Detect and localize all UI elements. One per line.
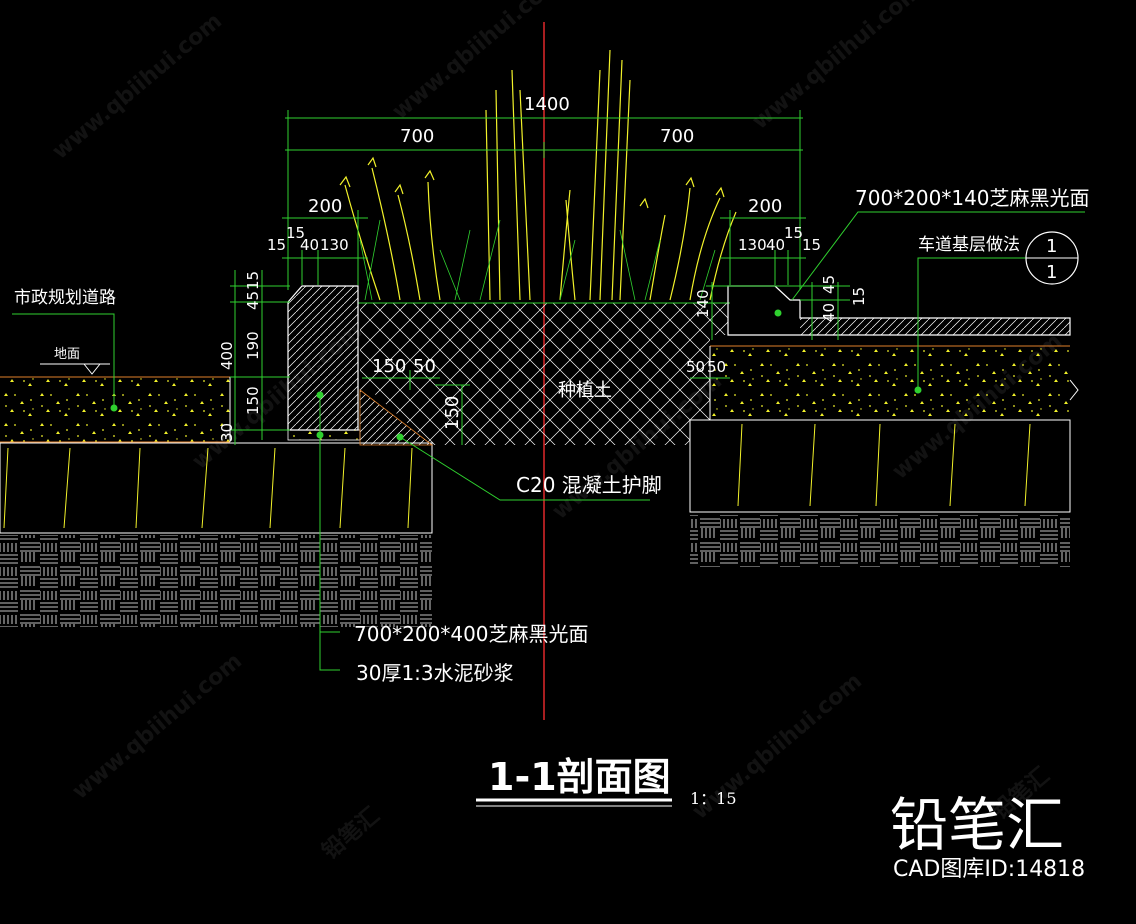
- dim-right-200: 200: [748, 196, 782, 217]
- drawing-title: 1-1剖面图: [488, 755, 671, 799]
- watermark-text: www.qbiihui.com: [48, 9, 227, 165]
- dim-right-v-15: 15: [850, 287, 868, 306]
- dim-right-15b: 15: [802, 236, 821, 254]
- watermark-text: www.qbiihui.com: [68, 649, 247, 805]
- dim-left-130: 130: [320, 236, 349, 254]
- dim-footing-150-h: 150: [372, 356, 406, 377]
- label-municipal-road: 市政规划道路: [14, 288, 116, 308]
- dim-left-40: 40: [300, 236, 319, 254]
- drawing-scale: 1：15: [690, 789, 737, 808]
- label-mortar: 30厚1:3水泥砂浆: [356, 661, 514, 685]
- dim-left-v-150: 150: [244, 386, 262, 415]
- right-road-section: [689, 285, 1079, 567]
- dim-left-v-45: 45: [244, 291, 262, 310]
- grass-tufts: [359, 219, 716, 301]
- dim-half-left: 700: [400, 126, 434, 147]
- dim-right-50a: 50: [686, 358, 705, 376]
- dimension-text: 1400 700 700 200 200 15 15 40 130 130 40…: [218, 94, 868, 442]
- drawing-title-block: 1-1剖面图 1：15: [476, 755, 737, 808]
- label-curb-large: 700*200*400芝麻黑光面: [354, 622, 589, 646]
- dim-right-v-45: 45: [820, 275, 838, 294]
- dim-right-40: 40: [766, 236, 785, 254]
- dim-right-15: 15: [784, 224, 803, 242]
- dim-left-15b: 15: [286, 224, 305, 242]
- left-curb: [287, 285, 434, 446]
- label-curb-small: 700*200*140芝麻黑光面: [855, 186, 1090, 210]
- ground-marker: 地面: [40, 347, 110, 375]
- dim-left-v-400: 400: [218, 341, 236, 370]
- label-lane-base: 车道基层做法: [918, 235, 1020, 255]
- dim-left-v-30: 30: [218, 423, 236, 442]
- dim-left-v-15: 15: [244, 271, 262, 290]
- dim-footing-150-v: 150: [442, 396, 463, 430]
- leader-lines: [12, 211, 1085, 671]
- dim-right-50b: 50: [707, 358, 726, 376]
- label-concrete-footing: C20 混凝土护脚: [516, 473, 662, 497]
- label-planting-soil: 种植土: [558, 380, 612, 401]
- leader-dots: [110, 309, 922, 441]
- logo-text: 铅笔汇: [890, 791, 1064, 859]
- callout-top: 1: [1046, 236, 1057, 257]
- logo-subtext: CAD图库ID:14818: [893, 857, 1085, 882]
- label-ground: 地面: [54, 347, 80, 362]
- dim-footing-50-h: 50: [413, 356, 436, 377]
- detail-callout: 1 1: [1025, 231, 1079, 285]
- watermark-text: 铅笔汇: [317, 802, 384, 864]
- dimension-lines: [230, 110, 850, 445]
- dim-left-15: 15: [267, 236, 286, 254]
- left-road-section: [0, 376, 433, 627]
- watermark-text: www.qbiihui.com: [748, 0, 927, 135]
- planting-soil-area: [360, 303, 728, 445]
- brand-logo: 铅笔汇 CAD图库ID:14818: [890, 791, 1085, 882]
- dim-right-v-40: 40: [820, 303, 838, 322]
- plant-illustration: [339, 49, 737, 301]
- dim-left-v-190: 190: [244, 331, 262, 360]
- dim-left-200: 200: [308, 196, 342, 217]
- dim-total-width: 1400: [524, 94, 570, 115]
- dim-right-130: 130: [738, 236, 767, 254]
- dim-half-right: 700: [660, 126, 694, 147]
- callout-bottom: 1: [1046, 262, 1057, 283]
- dim-right-v-140: 140: [694, 289, 712, 318]
